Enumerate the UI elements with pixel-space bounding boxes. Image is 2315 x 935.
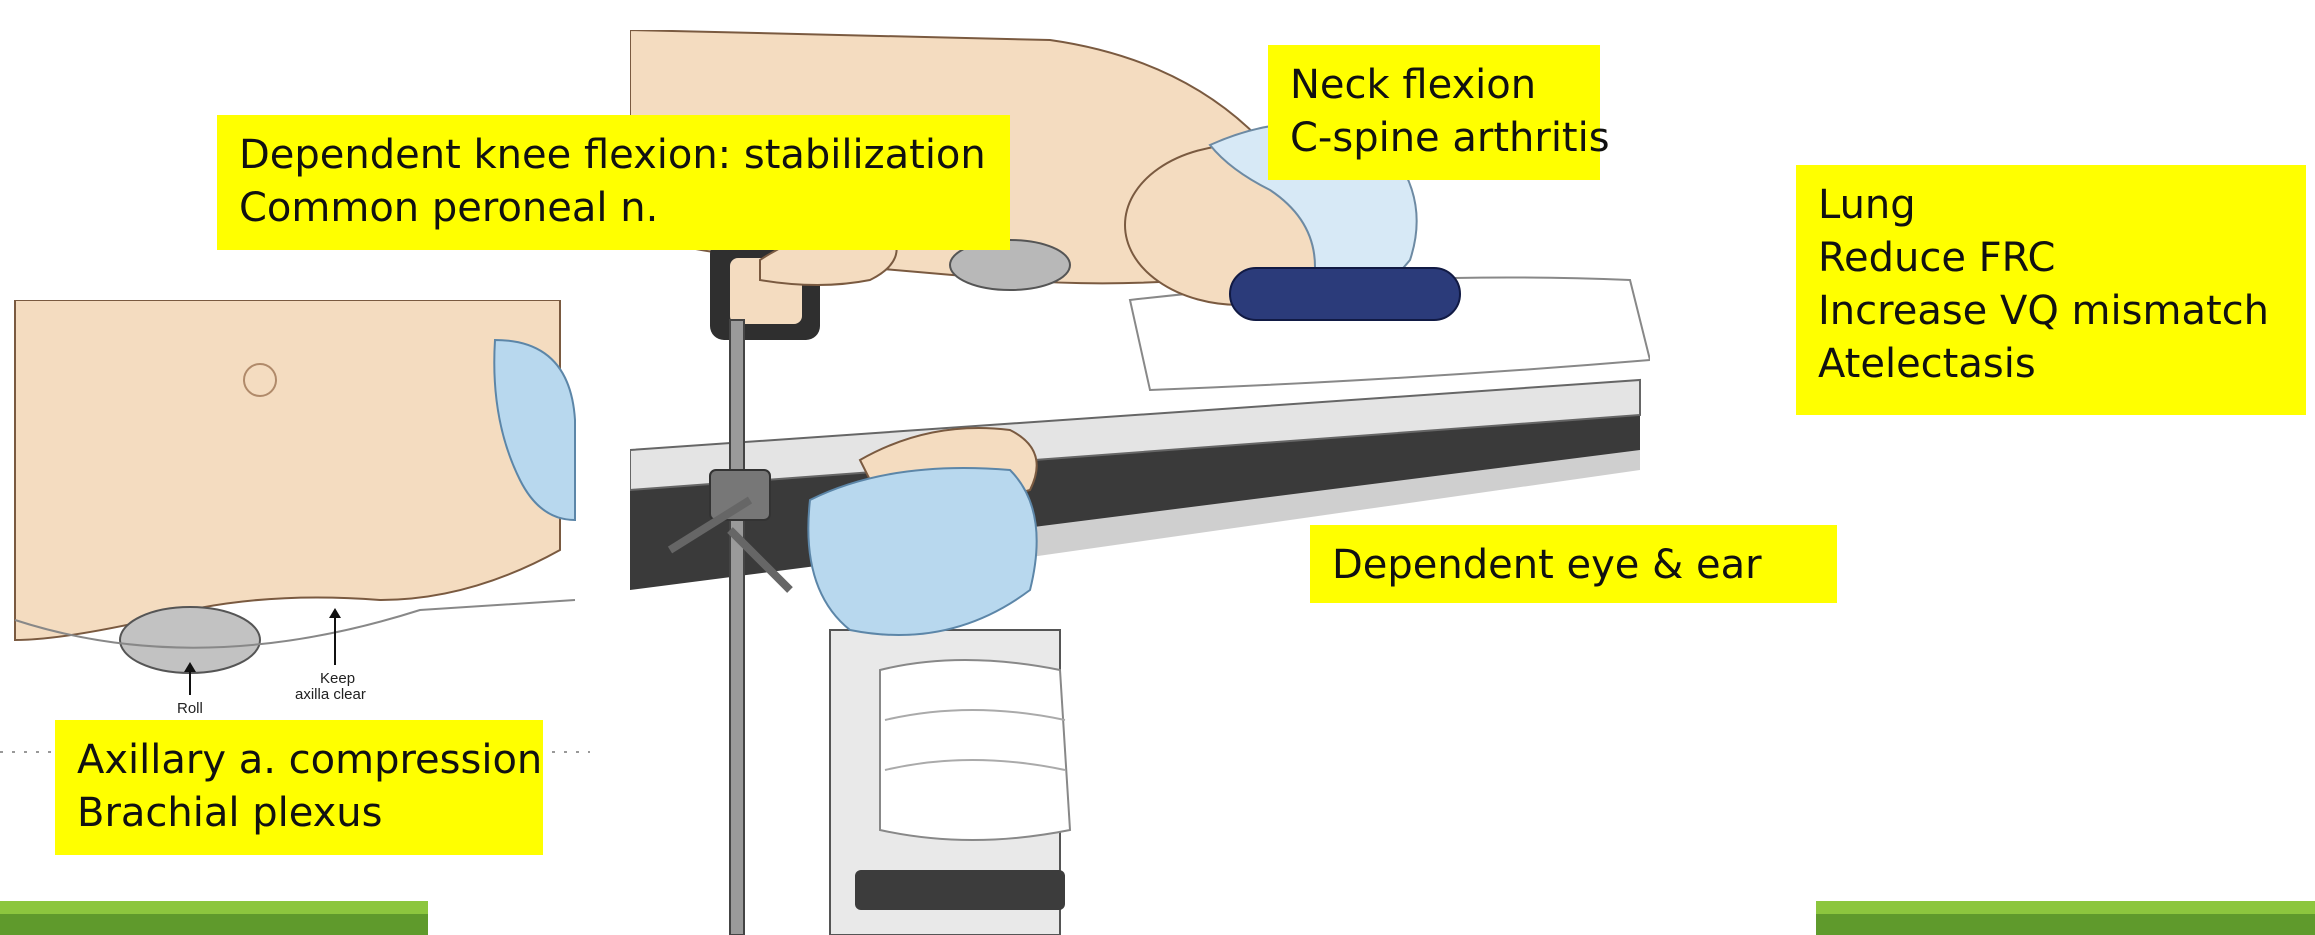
callout-knee-line1: Dependent knee flexion: stabilization: [239, 129, 988, 182]
support-pole: [730, 320, 744, 935]
callout-lung-line4: Atelectasis: [1818, 338, 2284, 391]
callout-neck: Neck flexion C-spine arthritis: [1268, 45, 1600, 180]
roll-label: Roll: [177, 700, 203, 717]
callout-axillary-line1: Axillary a. compression: [77, 734, 521, 787]
callout-eye-line1: Dependent eye & ear: [1332, 539, 1815, 592]
callout-lung-line2: Reduce FRC: [1818, 232, 2284, 285]
footer-stripe-right: [1816, 901, 2315, 935]
table-foot: [855, 870, 1065, 910]
callout-lung-line3: Increase VQ mismatch: [1818, 285, 2284, 338]
callout-eye: Dependent eye & ear: [1310, 525, 1837, 603]
callout-neck-line1: Neck flexion: [1290, 59, 1578, 112]
callout-knee-line2: Common peroneal n.: [239, 182, 988, 235]
callout-axillary-line2: Brachial plexus: [77, 787, 521, 840]
head-pillow: [1230, 268, 1460, 320]
arm-padding: [808, 468, 1036, 635]
footer-stripe-left: [0, 901, 428, 935]
axilla-clear-label: axilla clear: [295, 686, 366, 703]
callout-knee: Dependent knee flexion: stabilization Co…: [217, 115, 1010, 250]
callout-lung: Lung Reduce FRC Increase VQ mismatch Ate…: [1796, 165, 2306, 415]
callout-axillary: Axillary a. compression Brachial plexus: [55, 720, 543, 855]
callout-lung-line1: Lung: [1818, 179, 2284, 232]
keep-label: Keep: [320, 670, 355, 687]
axilla-inset: Roll Keep axilla clear: [0, 300, 590, 770]
callout-neck-line2: C-spine arthritis: [1290, 112, 1578, 165]
